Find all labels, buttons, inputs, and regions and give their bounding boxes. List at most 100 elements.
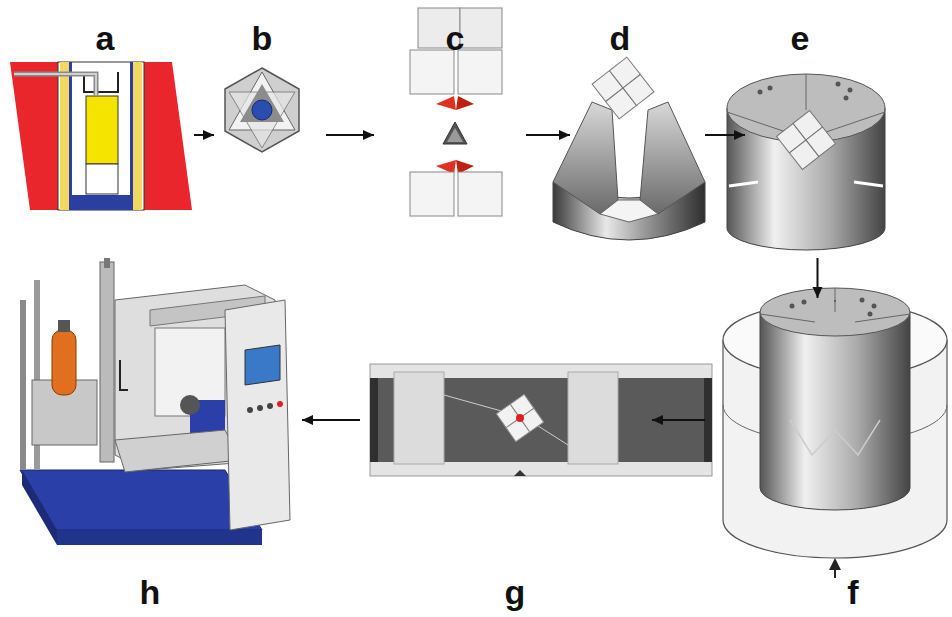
panel-letter: g xyxy=(505,575,526,609)
wedge-module-part xyxy=(592,57,654,119)
anvil-cubes xyxy=(410,8,502,216)
panel: a xyxy=(8,60,194,210)
pressure-ring-part xyxy=(860,298,865,303)
pressure-ring-part xyxy=(834,570,836,578)
cylinder-module-part xyxy=(758,90,763,95)
cylinder-module-part xyxy=(854,182,883,186)
wedge-module-part xyxy=(640,102,705,214)
octahedron-part xyxy=(240,84,284,122)
octahedron-part xyxy=(252,100,272,120)
pressure-ring-part xyxy=(790,420,880,455)
anvil-cubes-part xyxy=(443,122,467,144)
cylinder-module-part xyxy=(727,112,786,132)
panel-letter: e xyxy=(791,21,810,55)
press-machine-part xyxy=(247,407,253,413)
flow-arrow xyxy=(526,130,570,140)
press-machine-part xyxy=(257,405,263,411)
pressure-ring-part xyxy=(855,314,910,322)
press-section-part xyxy=(496,394,543,441)
wedge-module-part xyxy=(623,74,654,105)
press-machine-part xyxy=(22,470,57,545)
flow-arrow xyxy=(326,130,374,140)
press-section-part xyxy=(444,395,505,412)
pressure-ring-part xyxy=(835,288,836,312)
flow-arrow xyxy=(194,130,214,140)
press-section-part xyxy=(516,414,524,422)
press-machine-part xyxy=(180,395,200,415)
panel: h xyxy=(10,255,302,545)
press-machine-part xyxy=(104,258,110,268)
cylinder-module-part xyxy=(777,111,836,170)
cell-assembly-part xyxy=(69,62,72,210)
cylinder-module xyxy=(727,74,885,250)
arrow-head xyxy=(734,130,745,140)
press-section-part xyxy=(370,364,712,476)
cell-assembly-part xyxy=(72,195,130,210)
pressure-ring-part xyxy=(790,304,795,309)
anvil-cubes-part xyxy=(436,96,456,110)
press-machine-part xyxy=(20,470,262,530)
flow-arrow xyxy=(705,130,745,140)
cell-assembly-part xyxy=(14,74,96,95)
flow-arrow xyxy=(302,415,360,425)
anvil-cubes-part xyxy=(458,172,502,216)
cell-assembly-part xyxy=(60,62,69,210)
anvil-cubes-part xyxy=(410,50,454,94)
press-machine-part xyxy=(52,330,76,395)
arrow-head xyxy=(813,287,823,298)
wedge-module-part xyxy=(553,102,618,214)
panel-letter: c xyxy=(446,21,465,55)
arrow-head xyxy=(559,130,570,140)
wedge-module xyxy=(553,57,705,240)
arrow-head xyxy=(302,415,313,425)
pressure-ring-part xyxy=(760,312,910,510)
anvil-cubes-part xyxy=(458,50,502,94)
pressure-ring-part xyxy=(829,558,841,570)
panel: f xyxy=(705,298,948,568)
pressure-ring-part xyxy=(835,300,836,302)
press-machine-part xyxy=(58,320,70,332)
press-section xyxy=(370,364,712,476)
press-machine-part xyxy=(267,403,273,409)
cylinder-module-part xyxy=(806,74,807,110)
pressure-ring-part xyxy=(868,312,873,317)
cylinder-module-part xyxy=(848,88,853,93)
pressure-ring-part xyxy=(802,300,807,305)
cell-assembly-part xyxy=(86,164,118,194)
press-section-part xyxy=(704,378,712,462)
pressure-ring xyxy=(723,288,947,578)
wedge-module-part xyxy=(600,200,658,222)
cell-assembly xyxy=(10,62,192,210)
octahedron-part xyxy=(225,68,299,152)
flow-arrow xyxy=(652,415,705,425)
press-section-part xyxy=(394,372,444,464)
panel-letter: d xyxy=(610,21,631,55)
cell-assembly-part xyxy=(14,74,96,95)
press-section-part xyxy=(514,470,526,476)
panel-letter: h xyxy=(140,575,161,609)
cell-assembly-part xyxy=(86,96,118,164)
panel: c xyxy=(374,60,526,210)
press-section-part xyxy=(535,424,568,445)
anvil-cubes-part xyxy=(447,128,463,142)
anvil-cubes-part xyxy=(410,172,454,216)
arrow-head xyxy=(363,130,374,140)
panel-letter: f xyxy=(847,575,858,609)
press-machine-part xyxy=(20,300,26,470)
pressure-ring-part xyxy=(760,314,815,322)
arrow-head xyxy=(203,130,214,140)
anvil-cubes-part xyxy=(460,8,502,48)
panel: g xyxy=(360,360,652,480)
press-machine xyxy=(20,258,290,545)
octahedron-part xyxy=(229,92,295,148)
press-machine-part xyxy=(120,360,128,390)
cell-assembly-part xyxy=(58,62,144,210)
press-section-part xyxy=(520,408,544,432)
cylinder-module-part xyxy=(844,96,849,101)
press-machine-part xyxy=(100,262,114,462)
cylinder-module-part xyxy=(806,127,835,156)
panel-letter: b xyxy=(252,21,273,55)
